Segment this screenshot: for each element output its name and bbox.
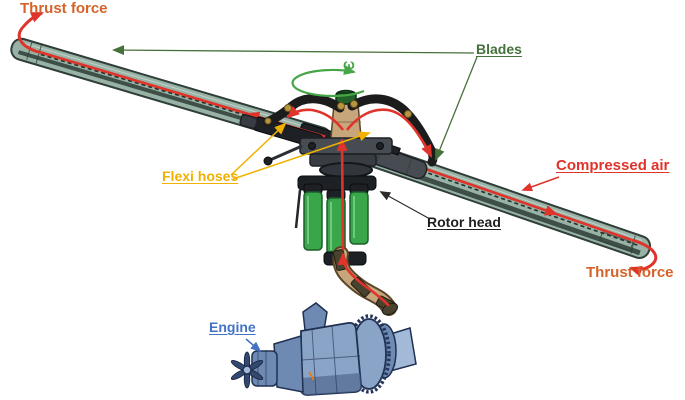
label-thrust-force-top: Thrust force <box>20 0 108 17</box>
hose-fitting <box>404 110 412 118</box>
engine-top-bracket <box>302 302 328 331</box>
flexi-hoses-leader-2 <box>232 131 371 180</box>
flexi-hose-right <box>347 94 438 167</box>
label-flexi-hoses: Flexi hoses <box>162 168 239 184</box>
actuator-cylinder <box>303 191 323 251</box>
engine-front-cone <box>273 335 304 393</box>
swashplate <box>319 162 373 178</box>
blades-leader-left <box>112 45 475 56</box>
engine-gear-ring <box>347 314 391 394</box>
thrust-arrow-left <box>17 11 44 54</box>
flexi-hoses-leader-1 <box>230 122 287 176</box>
engine-leader <box>245 338 262 353</box>
actuator-cylinder <box>349 191 369 245</box>
engine-front-fan <box>230 351 264 389</box>
engine-orange-detail <box>308 371 315 381</box>
blades-leader-right <box>435 56 478 161</box>
airflow-pipe-arrow <box>337 251 390 307</box>
hose-fitting <box>337 102 345 110</box>
thrust-arrow-right <box>628 238 658 277</box>
compressed-air-flow <box>17 11 658 307</box>
label-thrust-force-bottom: Thrust force <box>586 264 674 281</box>
label-omega: ω <box>343 56 355 72</box>
label-blades: Blades <box>476 41 522 57</box>
compressed-air-leader <box>521 176 560 192</box>
pipe-coupling <box>350 276 372 298</box>
rotor-head-assembly <box>263 137 393 178</box>
airflow-split-left <box>286 105 345 131</box>
label-rotor-head: Rotor head <box>427 214 501 230</box>
hose-fitting <box>284 104 292 112</box>
airflow-mast-arrow <box>336 137 348 251</box>
engine-illustration <box>230 302 417 396</box>
label-engine: Engine <box>209 319 256 335</box>
rotor-head-leader <box>379 191 431 220</box>
airflow-split-right <box>345 108 433 158</box>
hose-fitting <box>264 117 272 125</box>
label-compressed-air: Compressed air <box>556 157 670 174</box>
rotation-omega-arrow <box>291 65 365 98</box>
hose-fitting <box>350 100 358 108</box>
right-blade-spar-stripe <box>359 154 641 256</box>
